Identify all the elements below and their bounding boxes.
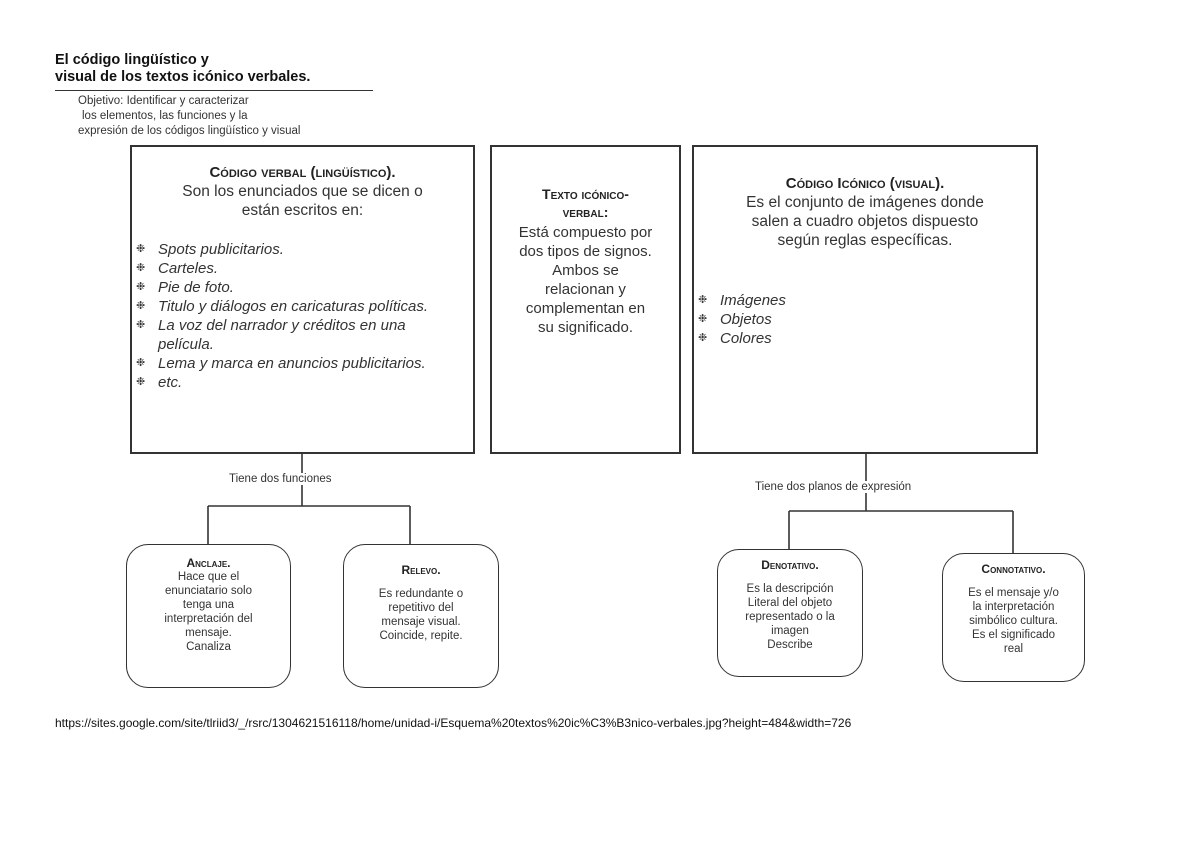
bullet-icon: ❉ <box>136 262 146 274</box>
verbal-list: ❉Spots publicitarios. ❉Carteles. ❉Pie de… <box>132 240 473 392</box>
objective-line-1: Objetivo: Identificar y caracterizar <box>78 95 249 107</box>
objective-text: Objetivo: Identificar y caracterizar los… <box>78 94 398 139</box>
iconic-code-box: Código Icónico (visual). Es el conjunto … <box>692 145 1038 454</box>
verbal-heading: Código verbal (lingüístico). <box>209 164 396 181</box>
iconic-list: ❉Imágenes ❉Objetos ❉Colores <box>694 291 1036 348</box>
bullet-icon: ❉ <box>136 357 146 369</box>
page-title: El código lingüístico y visual de los te… <box>55 52 310 86</box>
list-item: ❉Spots publicitarios. <box>136 241 284 258</box>
connotativo-node: Connotativo. Es el mensaje y/o la interp… <box>942 553 1085 682</box>
list-item: ❉Colores <box>698 330 772 347</box>
denotativo-node: Denotativo. Es la descripción Literal de… <box>717 549 863 677</box>
bullet-icon: ❉ <box>136 243 146 255</box>
objective-line-3: expresión de los códigos lingüístico y v… <box>78 125 301 137</box>
list-item: ❉Titulo y diálogos en caricaturas políti… <box>136 298 428 315</box>
bullet-icon: ❉ <box>136 300 146 312</box>
objective-line-2: los elementos, las funciones y la <box>82 110 248 122</box>
verbal-desc-line-1: Son los enunciados que se dicen o <box>182 183 423 200</box>
bullet-icon: ❉ <box>136 376 146 388</box>
bullet-icon: ❉ <box>698 294 708 306</box>
list-item: ❉Imágenes <box>698 292 786 309</box>
center-description: Está compuesto por dos tipos de signos. … <box>518 224 653 336</box>
bullet-icon: ❉ <box>698 313 708 325</box>
relevo-title: Relevo. <box>401 563 441 577</box>
title-line-2: visual de los textos icónico verbales. <box>55 69 311 85</box>
denotativo-title: Denotativo. <box>761 558 819 572</box>
functions-label: Tiene dos funciones <box>229 473 332 485</box>
list-item: ❉Pie de foto. <box>136 279 234 296</box>
source-url: https://sites.google.com/site/tlriid3/_/… <box>55 716 852 730</box>
connotativo-title: Connotativo. <box>981 562 1046 576</box>
verbal-desc-line-2: están escritos en: <box>241 202 364 219</box>
title-line-1: El código lingüístico y <box>55 52 209 68</box>
center-heading-line-1: Texto icónico- <box>542 186 629 202</box>
list-item: ❉La voz del narrador y créditos en una p… <box>136 317 406 353</box>
bullet-icon: ❉ <box>698 332 708 344</box>
list-item: ❉Carteles. <box>136 260 219 277</box>
list-item: ❉Objetos <box>698 311 772 328</box>
iconic-description: Es el conjunto de imágenes donde salen a… <box>746 194 984 249</box>
expression-planes-label: Tiene dos planos de expresión <box>755 481 912 493</box>
bullet-icon: ❉ <box>136 319 146 331</box>
title-underline <box>55 90 373 91</box>
verbal-code-box: Código verbal (lingüístico). Son los enu… <box>130 145 475 454</box>
anclaje-node: Anclaje. Hace que el enunciatario solo t… <box>126 544 291 688</box>
verbal-description: Son los enunciados que se dicen o están … <box>132 182 473 220</box>
iconic-verbal-text-box: Texto icónico- verbal: Está compuesto po… <box>490 145 681 454</box>
list-item: ❉Lema y marca en anuncios publicitarios. <box>136 355 426 372</box>
center-heading: Texto icónico- verbal: <box>492 185 679 221</box>
list-item: ❉etc. <box>136 374 183 391</box>
center-heading-line-2: verbal: <box>562 204 609 220</box>
bullet-icon: ❉ <box>136 281 146 293</box>
iconic-heading: Código Icónico (visual). <box>785 175 945 192</box>
relevo-node: Relevo. Es redundante o repetitivo del m… <box>343 544 499 688</box>
anclaje-title: Anclaje. <box>186 556 231 570</box>
